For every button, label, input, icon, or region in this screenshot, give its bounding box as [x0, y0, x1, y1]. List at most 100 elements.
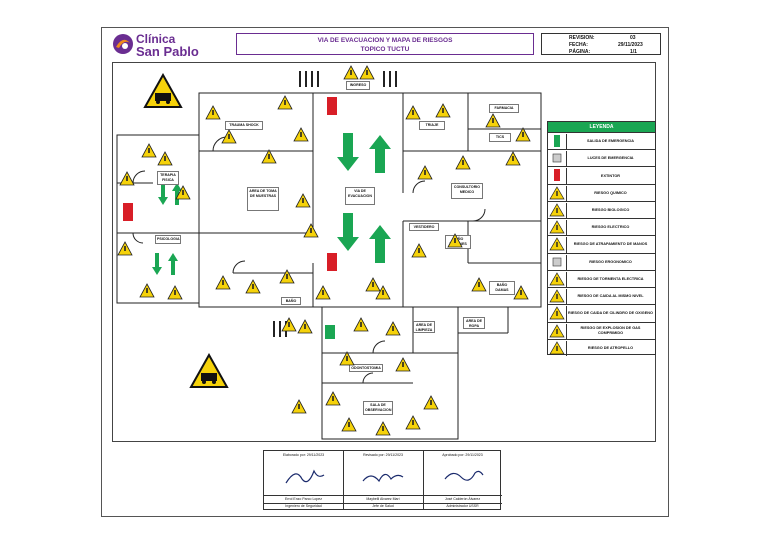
legend-item: RIESGO DE EXPLOSION DE GAS COMPRIMIDO: [548, 321, 655, 340]
biohazard-icon: [549, 202, 567, 219]
logo-line1: Clínica: [136, 32, 176, 46]
signature-mark-icon: [361, 465, 405, 489]
extinguisher-icon: [123, 203, 133, 221]
signature-col-elaborado: Elaborado por: 29/11/2023 Errol Enzo Par…: [264, 451, 344, 509]
title-line2: TOPICO TUCTU: [360, 46, 410, 53]
electric-risk-icon: [549, 220, 567, 236]
meta-label: REVISION:: [569, 35, 595, 41]
room-label-psicologia: PSICOLOGIA: [155, 235, 181, 244]
room-label-consultorio-medico: CONSULTORIO MEDICO: [451, 183, 483, 199]
meta-label: FECHA:: [569, 42, 588, 48]
legend-item: RIESGO ELECTRICO: [548, 218, 655, 236]
extinguisher-icon: [327, 253, 337, 271]
legend-item: RIESGO QUIMICO: [548, 183, 655, 202]
signature-table: Elaborado por: 29/11/2023 Errol Enzo Par…: [263, 450, 502, 510]
legend-item: RIESGO DE TORMENTA ELECTRICA: [548, 269, 655, 288]
legend-item: RIESGO DE ATRAPAMIENTO DE MANOS: [548, 235, 655, 253]
arrow-down-icon: [158, 183, 168, 205]
legend-item-label: RIESGO DE CAIDA AL MISMO NIVEL: [577, 294, 644, 299]
arrow-up-icon: [369, 225, 391, 263]
room-label-area-limpieza: AREA DE LIMPIEZA: [413, 321, 435, 333]
signature-mark-icon: [441, 465, 485, 489]
room-label-area-toma-muestras: AREA DE TOMA DE MUESTRAS: [247, 187, 279, 211]
arrow-down-icon: [337, 213, 359, 251]
signature-col-aprobado: Aprobado por: 29/11/2023 José Calderón Á…: [423, 451, 502, 509]
signature-header: Elaborado por: 29/11/2023: [282, 453, 325, 457]
logo-line2: San Pablo: [136, 44, 199, 59]
revision-box: REVISION: 03 FECHA: 29/11/2023 PÁGINA: 1…: [541, 33, 661, 55]
legend-item-label: RIESGO ERGONOMICO: [589, 259, 632, 264]
hand-crush-icon: [549, 237, 567, 253]
legend-item: RIESGO ERGONOMICO: [548, 252, 655, 271]
evacuation-arrows: [152, 133, 391, 275]
signature-name: Maybelli Alvarez Marí: [343, 495, 423, 501]
legend-item-label: RIESGO DE TORMENTA ELECTRICA: [577, 276, 644, 281]
legend-item: RIESGO BIOLOGICO: [548, 200, 655, 219]
legend-panel: LEYENDA SALIDA DE EMERGENCIA LUCES DE EME…: [547, 121, 656, 357]
legend-item: RIESGO DE CAIDA AL MISMO NIVEL: [548, 287, 655, 305]
legend-item: RIESGO DE CAIDA DE CILINDRO DE OXIGENO: [548, 304, 655, 322]
arrow-up-icon: [369, 135, 391, 173]
arrow-up-icon: [172, 183, 182, 205]
title-line1: VIA DE EVACUACION Y MAPA DE RIESGOS: [317, 37, 453, 44]
arrow-down-icon: [152, 253, 162, 275]
signature-name: Errol Enzo Parco Lopez: [264, 495, 343, 501]
title-box: VIA DE EVACUACION Y MAPA DE RIESGOS TOPI…: [236, 33, 534, 55]
clinic-logo-icon: [112, 33, 134, 55]
room-label-ingreso: INGRESO: [346, 81, 370, 90]
room-label-odontostomia: ODONTOSTOMIA: [349, 364, 383, 372]
extinguisher-icon: [549, 168, 567, 184]
signature-role: Jefe de Salud: [343, 503, 423, 508]
run-over-icon: [549, 340, 567, 356]
meta-value: 03: [630, 35, 636, 41]
room-label-bano: BAÑO: [281, 297, 301, 305]
run-over-warning-icon: [189, 352, 229, 389]
signature-col-revisado: Revisado por: 29/11/2023 Maybelli Alvare…: [343, 451, 424, 509]
legend-item-label: SALIDA DE EMERGENCIA: [586, 139, 635, 144]
meta-value: 1/1: [630, 49, 637, 55]
chemical-risk-icon: [549, 185, 567, 201]
map-sheet: [101, 27, 669, 517]
meta-row-fecha: FECHA: 29/11/2023: [542, 42, 660, 49]
room-label-farmacia: FARMACIA: [489, 104, 519, 113]
meta-value: 29/11/2023: [618, 42, 643, 48]
room-label-area-ropa: AREA DE ROPA: [463, 317, 485, 329]
legend-item-label: RIESGO DE ATROPELLO: [587, 345, 634, 350]
extinguisher-icon: [327, 97, 337, 115]
run-over-warning-icon: [143, 72, 183, 109]
arrow-down-icon: [337, 133, 359, 171]
legend-item: RIESGO DE ATROPELLO: [548, 338, 655, 357]
legend-item-label: RIESGO DE EXPLOSION DE GAS COMPRIMIDO: [580, 326, 641, 336]
legend-item: SALIDA DE EMERGENCIA: [548, 132, 655, 150]
legend-item-label: RIESGO ELECTRICO: [591, 225, 630, 230]
legend-item-label: EXTINTOR: [600, 173, 621, 178]
floor-plan-walls: [116, 71, 542, 440]
arrow-up-icon: [168, 253, 178, 275]
signature-header: Revisado por: 29/11/2023: [363, 453, 403, 457]
cylinder-fall-icon: [549, 306, 567, 322]
room-label-terapia-fisica: TERAPIA FISICA: [157, 171, 179, 185]
emergency-light-icon: [549, 151, 567, 167]
legend-item-label: RIESGO QUIMICO: [594, 190, 627, 195]
legend-item-label: RIESGO DE CAIDA DE CILINDRO DE OXIGENO: [568, 311, 653, 316]
legend-item-label: LUCES DE EMERGENCIA: [587, 156, 634, 161]
room-label-sala-observacion: SALA DE OBSERVACION: [363, 401, 393, 415]
legend-item-label: RIESGO DE ATRAPAMIENTO DE MANOS: [573, 242, 648, 247]
exit-sign-icon: [325, 325, 335, 339]
signature-role: Ingeniero de Seguridad: [264, 503, 343, 508]
meta-row-pagina: PÁGINA: 1/1: [542, 49, 660, 56]
meta-row-revision: REVISION: 03: [542, 35, 660, 42]
room-label-triaje: TRIAJE: [419, 121, 445, 130]
slip-icon: [549, 289, 567, 305]
legend-title: LEYENDA: [548, 122, 655, 132]
room-label-vestidero: VESTIDERO: [409, 223, 439, 231]
signature-name: José Calderón Álvarez: [423, 495, 502, 501]
room-label-tics: TICS: [489, 133, 511, 142]
storm-icon: [549, 271, 567, 288]
legend-item: LUCES DE EMERGENCIA: [548, 149, 655, 167]
signature-mark-icon: [282, 465, 326, 489]
room-label-trauma-shock: TRAUMA SHOCK: [225, 121, 263, 130]
meta-label: PÁGINA:: [569, 49, 591, 55]
room-label-via-evacuacion: VIA DE EVACUACION: [345, 187, 375, 205]
signature-header: Aprobado por: 29/11/2023: [442, 453, 483, 457]
